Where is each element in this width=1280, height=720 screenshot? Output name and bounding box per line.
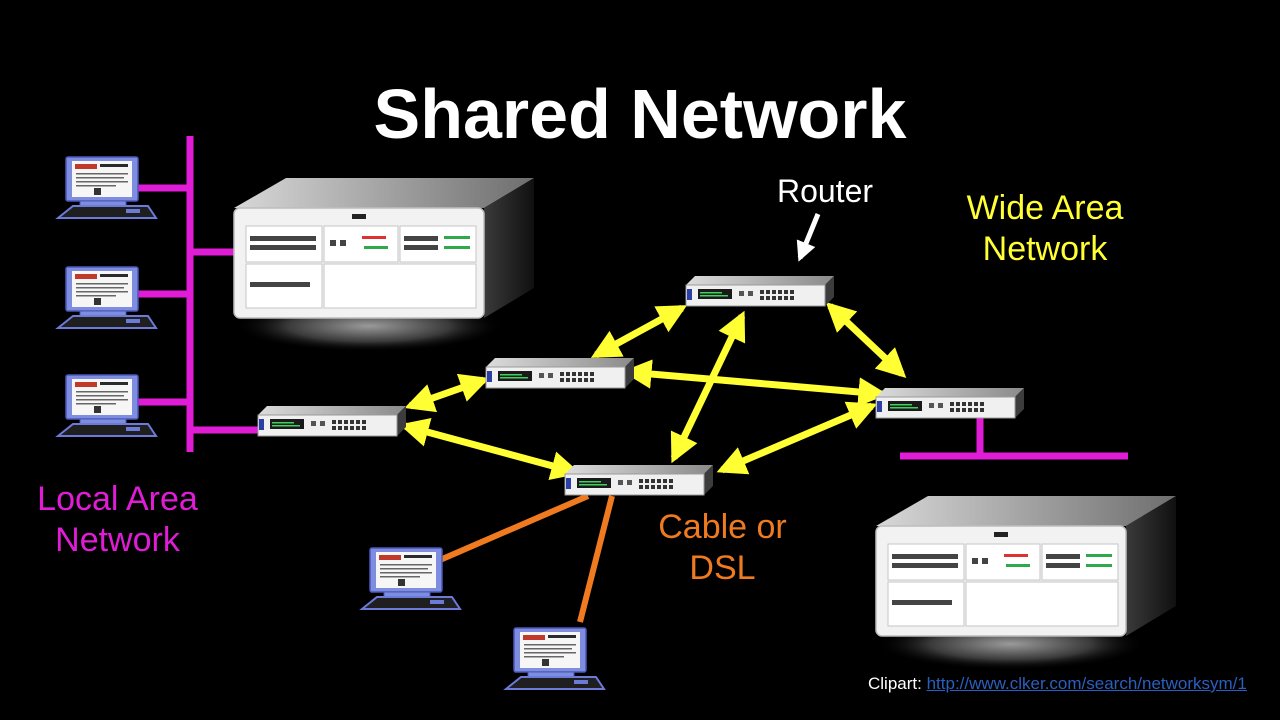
router-mid-left (485, 357, 635, 389)
router-right (875, 387, 1025, 419)
router-top (685, 275, 835, 307)
wan-links (399, 301, 907, 481)
router-cable (564, 464, 714, 496)
link-cable-to-right (716, 401, 878, 475)
local-area-network-label: Local Area Network (37, 480, 198, 560)
lan-bus (138, 136, 258, 452)
router-lan (257, 405, 407, 437)
cable-dsl-label: Cable or DSL (658, 508, 787, 588)
link-lan-to-mid (404, 373, 490, 413)
link-mid-to-top (590, 304, 688, 359)
link-mid-to-right (622, 359, 888, 407)
clipart-credit: Clipart: http://www.clker.com/search/net… (868, 674, 1247, 694)
router-label: Router (776, 173, 874, 209)
wan-segment (900, 416, 1128, 460)
server-top-left (233, 177, 535, 353)
link-cable-to-pc1 (438, 493, 590, 563)
wide-area-network-label: Wide Area Network (966, 189, 1124, 269)
server-bottom-right (875, 495, 1177, 671)
page-title: Shared Network (373, 75, 907, 153)
router-pointer-arrow (796, 213, 821, 262)
computer-cable-2 (505, 627, 605, 690)
cable-links (438, 493, 615, 623)
link-lan-to-cable (399, 417, 581, 481)
credit-link[interactable]: http://www.clker.com/search/networksym/1 (926, 674, 1247, 693)
credit-prefix: Clipart: (868, 674, 922, 693)
link-top-to-right (825, 301, 907, 379)
link-cable-to-pc2 (577, 495, 615, 623)
link-top-to-cable (670, 310, 746, 464)
